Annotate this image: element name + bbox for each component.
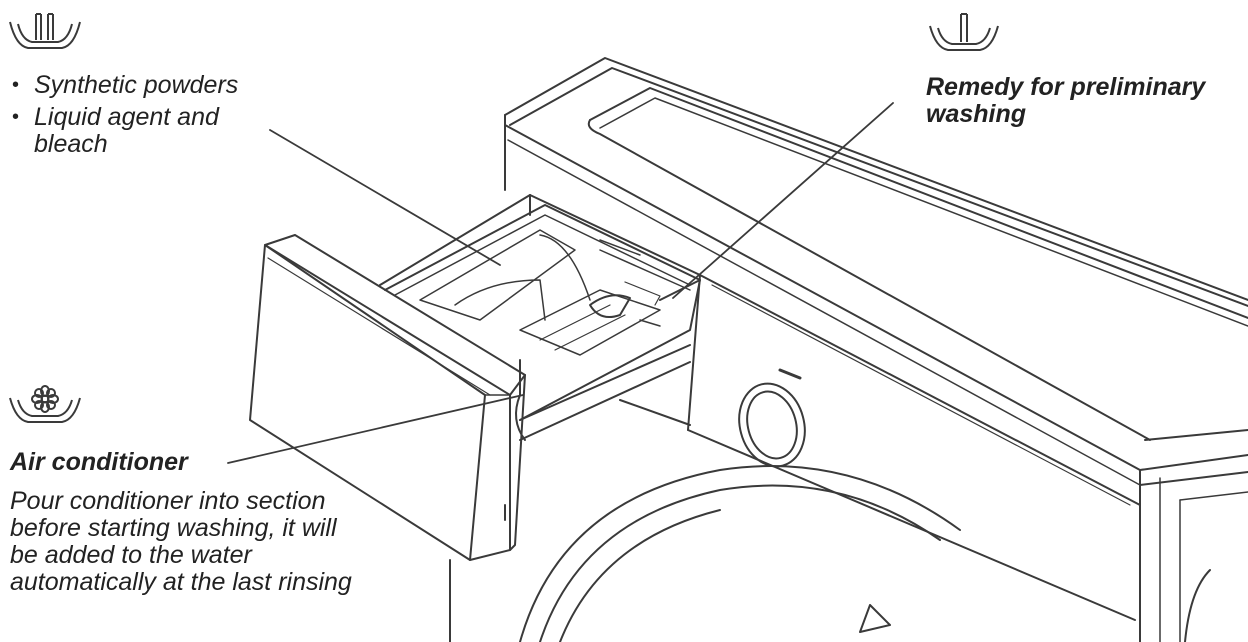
softener-label: Air conditioner: [10, 448, 188, 476]
prewash-label: Remedy for preliminary washing: [926, 73, 1206, 128]
machine-door: [449, 465, 1211, 642]
prewash-compartment-icon: [929, 13, 999, 51]
leader-main-wash: [269, 129, 501, 266]
drawer-tray: [384, 204, 701, 441]
drawer-housing: [379, 194, 701, 426]
drawer-front-handle: [249, 234, 526, 561]
machine-body: [504, 114, 1248, 642]
main-wash-items: Synthetic powders Liquid agent and bleac…: [10, 72, 274, 163]
machine-top: [504, 57, 1248, 441]
main-wash-item: Synthetic powders: [10, 72, 274, 100]
softener-compartment-icon: [9, 385, 81, 423]
main-wash-compartment-icon: [9, 13, 81, 49]
control-panel: [687, 274, 1141, 621]
leader-lines: [227, 102, 894, 464]
main-wash-item: Liquid agent and bleach: [10, 104, 274, 158]
leader-prewash: [672, 102, 894, 299]
leader-softener: [227, 394, 524, 464]
softener-description: Pour conditioner into section before sta…: [10, 487, 352, 596]
